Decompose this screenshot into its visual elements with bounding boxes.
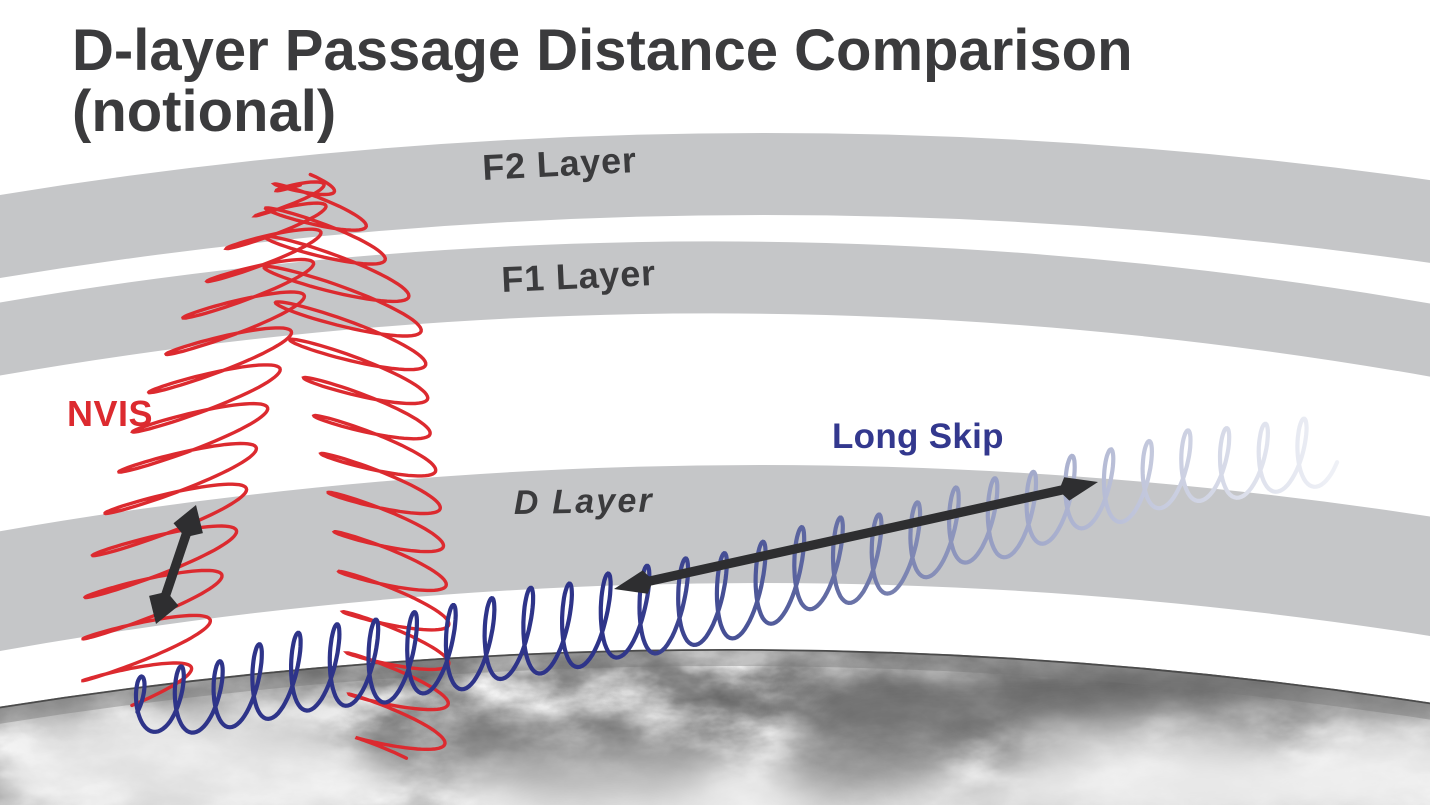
svg-text:F1 Layer: F1 Layer bbox=[501, 252, 657, 300]
svg-text:F2 Layer: F2 Layer bbox=[481, 139, 637, 188]
svg-text:D-layer Passage Distance Compa: D-layer Passage Distance Comparison bbox=[72, 18, 1133, 83]
svg-text:Long Skip: Long Skip bbox=[832, 417, 1004, 456]
svg-text:D Layer: D Layer bbox=[513, 482, 654, 522]
svg-text:(notional): (notional) bbox=[72, 79, 336, 144]
svg-text:NVIS: NVIS bbox=[67, 393, 153, 434]
